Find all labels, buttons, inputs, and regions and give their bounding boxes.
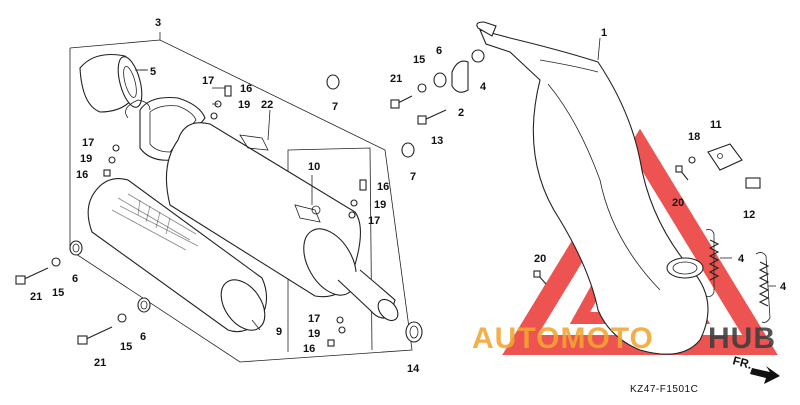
callout-16: 16 <box>240 83 252 95</box>
leader-lines <box>140 37 776 331</box>
callout-labels: 3 5 17 16 19 22 17 19 16 7 10 7 16 19 17… <box>30 17 787 375</box>
callout-19: 19 <box>238 99 250 111</box>
callout-7b: 7 <box>410 171 416 183</box>
callout-14: 13 <box>431 135 443 147</box>
callout-18: 18 <box>688 131 700 143</box>
watermark-brand-left: AUTOMOTO <box>472 322 654 355</box>
callout-8: 4 <box>480 81 487 93</box>
callout-10: 10 <box>308 161 320 173</box>
callout-17b: 17 <box>82 137 94 149</box>
callout-11: 11 <box>710 119 722 131</box>
callout-4: 4 <box>738 253 745 265</box>
callout-15c: 15 <box>413 54 425 66</box>
callout-9: 9 <box>276 326 282 338</box>
callout-21c: 21 <box>390 73 402 85</box>
callout-22: 22 <box>261 99 273 111</box>
callout-4b: 4 <box>780 281 787 293</box>
heat-guard-part <box>87 178 268 333</box>
callout-3: 3 <box>155 17 161 29</box>
callout-20: 20 <box>672 197 684 209</box>
callout-19c: 19 <box>374 199 386 211</box>
callout-19d: 19 <box>308 328 320 340</box>
arrow-right-icon <box>750 366 780 384</box>
watermark-text: AUTOMOTO HUB <box>472 322 776 355</box>
callout-17c: 17 <box>368 215 380 227</box>
end-cap-part <box>79 53 148 113</box>
callout-6: 6 <box>72 273 78 285</box>
callout-6b: 6 <box>140 331 146 343</box>
gasket-part <box>125 96 206 161</box>
callout-15: 15 <box>52 287 64 299</box>
bracket-parts <box>533 143 761 285</box>
exhaust-pipe-part <box>476 21 709 355</box>
callout-7: 7 <box>332 101 338 113</box>
callout-17: 17 <box>202 75 214 87</box>
callout-1: 1 <box>601 27 607 39</box>
direction-label: FR. <box>731 353 753 372</box>
callout-21b: 21 <box>94 357 106 369</box>
callout-6c: 6 <box>436 45 442 57</box>
callout-16d: 16 <box>303 343 315 355</box>
muffler-body-part <box>165 122 399 322</box>
callout-12: 14 <box>407 363 420 375</box>
watermark-brand-right: HUB <box>708 322 776 355</box>
front-direction-indicator: FR. <box>731 353 780 384</box>
callout-13: 12 <box>743 209 755 221</box>
callout-5: 5 <box>150 66 156 78</box>
callout-16c: 16 <box>377 181 389 193</box>
spring-parts <box>705 229 771 323</box>
callout-20b: 20 <box>534 253 546 265</box>
callout-17d: 17 <box>308 313 320 325</box>
callout-21: 21 <box>30 291 42 303</box>
callout-16b: 16 <box>76 169 88 181</box>
callout-19b: 19 <box>80 153 92 165</box>
callout-15b: 15 <box>120 341 132 353</box>
diagram-code: KZ47-F1501C <box>630 384 698 395</box>
hardware-parts <box>15 49 485 347</box>
callout-2: 2 <box>458 107 464 119</box>
